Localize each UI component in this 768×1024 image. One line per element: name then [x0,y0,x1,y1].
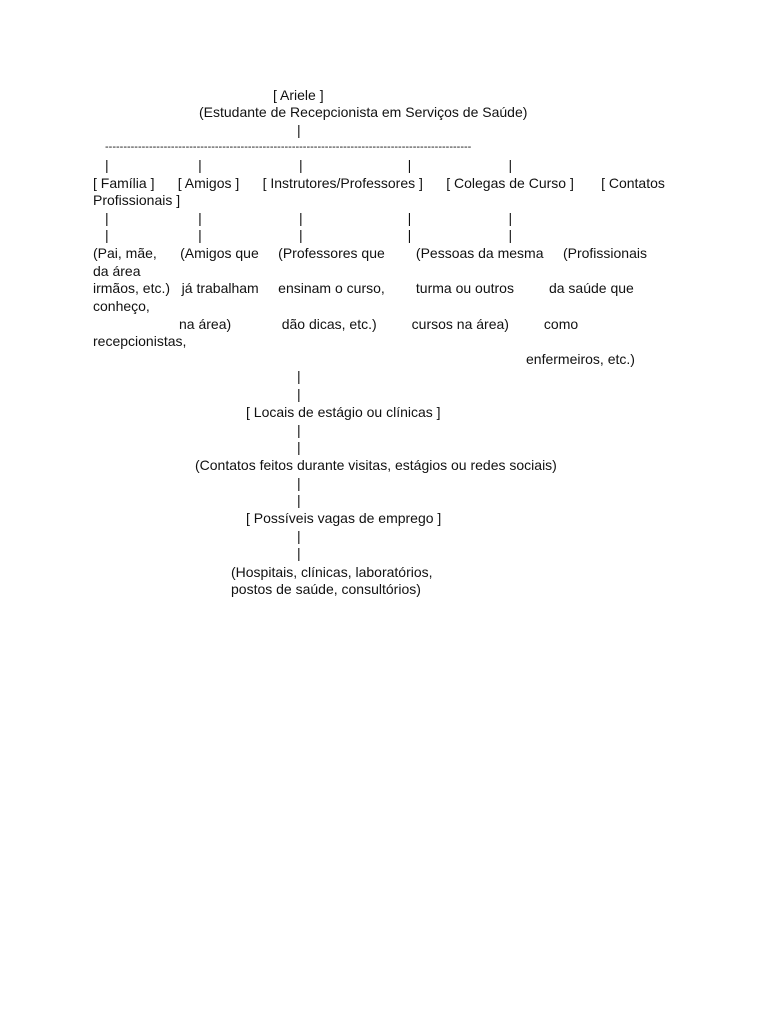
connector-line: | [297,545,301,561]
category-headings: [ Família ] [ Amigos ] [ Instrutores/Pro… [93,175,665,191]
connector-line: | [297,439,301,455]
connector-line: | [297,475,301,491]
category-details-line-2: irmãos, etc.) já trabalham ensinam o cur… [93,280,634,296]
branch-connectors: | | | | | [105,227,513,243]
category-details-wrap-1: da área [93,263,141,279]
category-details-line-4: enfermeiros, etc.) [526,351,635,367]
node-job-openings-description-wrap: postos de saúde, consultórios) [231,581,421,597]
branch-connectors: | | | | | [105,210,513,226]
branch-connectors: | | | | | [105,157,513,173]
branch-divider: ----------------------------------------… [105,141,472,153]
connector-line: | [297,386,301,402]
node-internship-sites: [ Locais de estágio ou clínicas ] [246,404,441,420]
root-node-ariele: [ Ariele ] [273,87,324,103]
category-details-wrap-2: conheço, [93,298,150,314]
node-internship-description: (Contatos feitos durante visitas, estági… [195,457,557,473]
connector-line: | [297,528,301,544]
category-details-wrap-3: recepcionistas, [93,333,187,349]
category-details-line-3: na área) dão dicas, etc.) cursos na área… [179,316,579,332]
root-node-description: (Estudante de Recepcionista em Serviços … [199,104,528,120]
category-headings-wrap: Profissionais ] [93,192,181,208]
node-job-openings-description: (Hospitais, clínicas, laboratórios, [231,564,433,580]
category-details-line-1: (Pai, mãe, (Amigos que (Professores que … [93,245,647,261]
connector-line: | [297,122,301,138]
node-job-openings: [ Possíveis vagas de emprego ] [246,510,442,526]
connector-line: | [297,422,301,438]
connector-line: | [297,368,301,384]
connector-line: | [297,492,301,508]
